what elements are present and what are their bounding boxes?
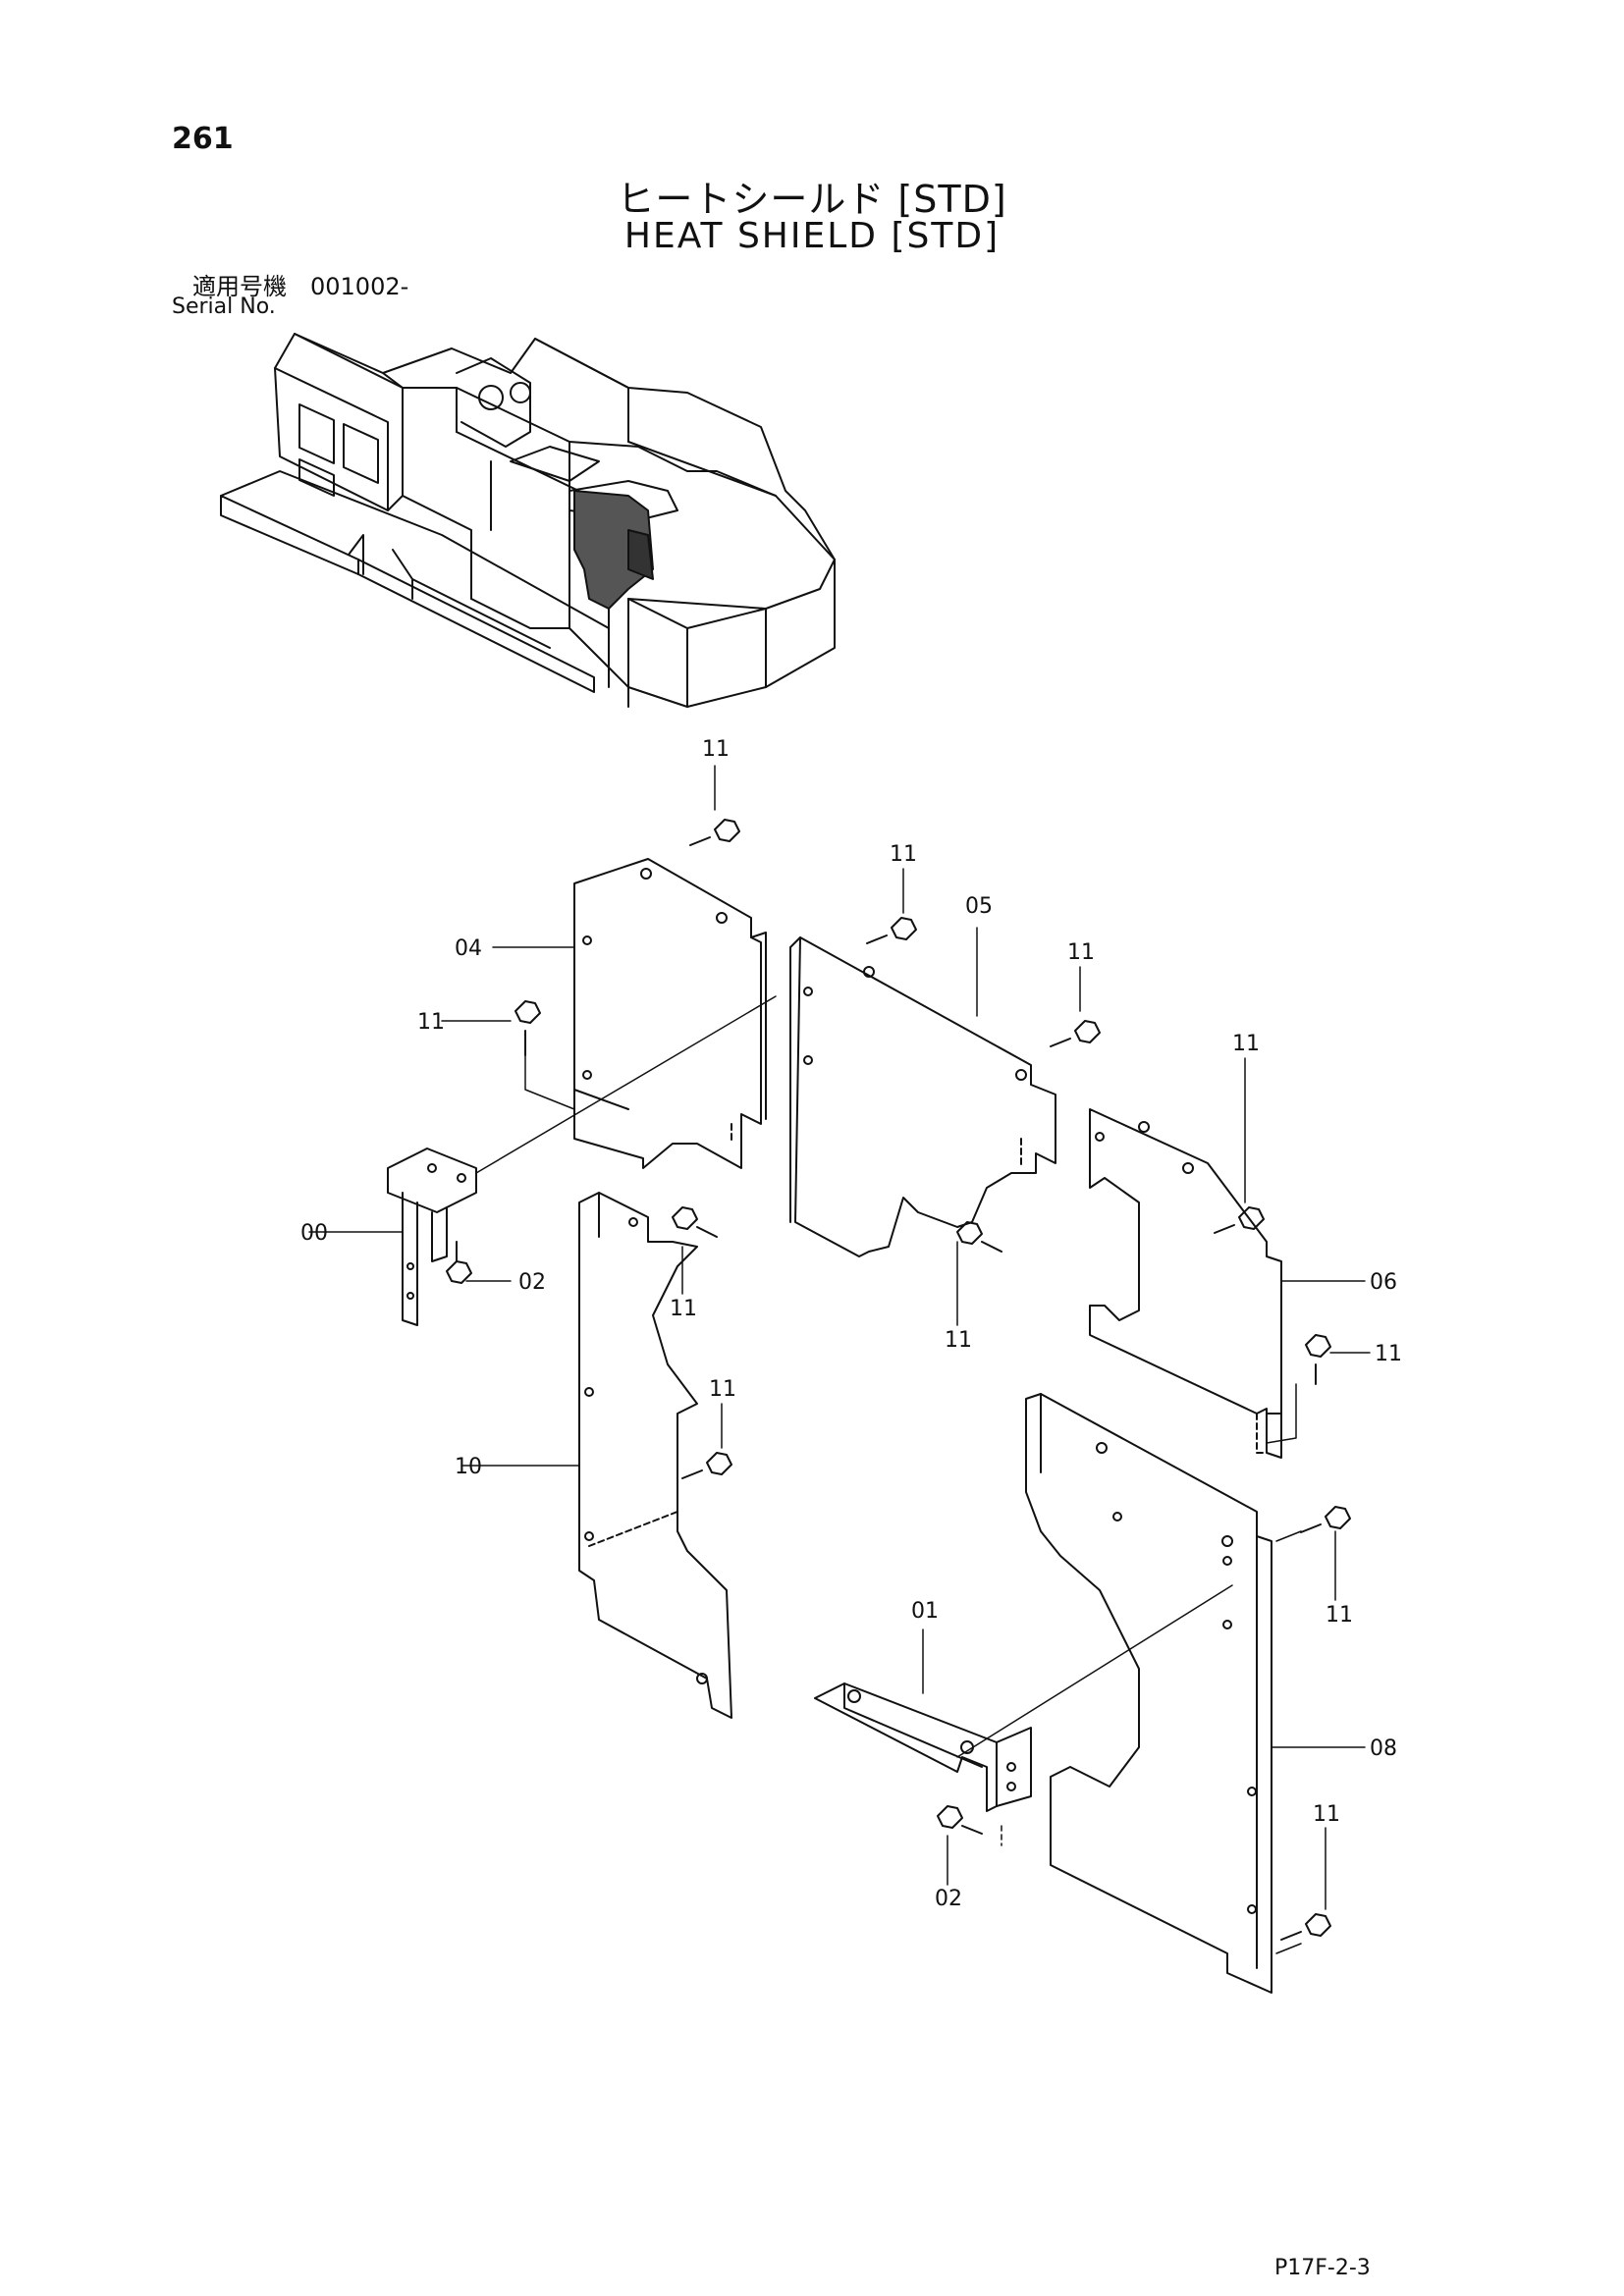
callout-08: 08 [1370,1736,1397,1761]
part-06-shape [1089,1108,1282,1459]
callout-11: 11 [1232,1032,1260,1056]
part-00-shape [387,1148,477,1326]
leader-lines [308,765,1371,1910]
callout-05: 05 [965,894,993,919]
callout-02: 02 [518,1270,546,1295]
page-number: 261 [172,122,234,156]
callout-00: 00 [300,1221,328,1246]
assembly-guide-lines [475,995,1302,1954]
callout-11: 11 [1326,1603,1353,1628]
figure-code: P17F-2-3 [1274,2256,1371,2280]
callout-11: 11 [1375,1342,1402,1366]
callout-11: 11 [709,1377,736,1402]
serial-no-label: Serial No. [172,294,276,319]
part-05-shape [789,936,1056,1257]
callout-11: 11 [890,842,917,867]
bolt-icons [446,819,1351,1941]
machine-overview-illustration [220,333,836,708]
callout-02-lower: 02 [935,1887,962,1911]
part-01-shape [814,1682,1032,1812]
callout-labels: 04 05 06 08 10 00 02 01 02 11 11 11 11 1… [300,737,1402,1911]
callout-01: 01 [911,1599,939,1624]
part-04-shape [573,858,767,1169]
callout-11: 11 [702,737,730,762]
serial-range-label: 適用号機 001002- [192,273,409,300]
part-10-shape [578,1192,732,1719]
callout-11: 11 [670,1297,697,1321]
callout-11: 11 [945,1328,972,1353]
page-title-japanese: ヒートシールド [STD] [617,178,1007,221]
callout-10: 10 [455,1455,482,1479]
callout-11: 11 [1067,940,1095,965]
callout-06: 06 [1370,1270,1397,1295]
part-08-shape [1025,1393,1272,1994]
callout-11: 11 [417,1010,445,1035]
page-title-english: HEAT SHIELD [STD] [623,216,1001,256]
callout-11: 11 [1313,1802,1340,1827]
callout-04: 04 [455,936,482,961]
